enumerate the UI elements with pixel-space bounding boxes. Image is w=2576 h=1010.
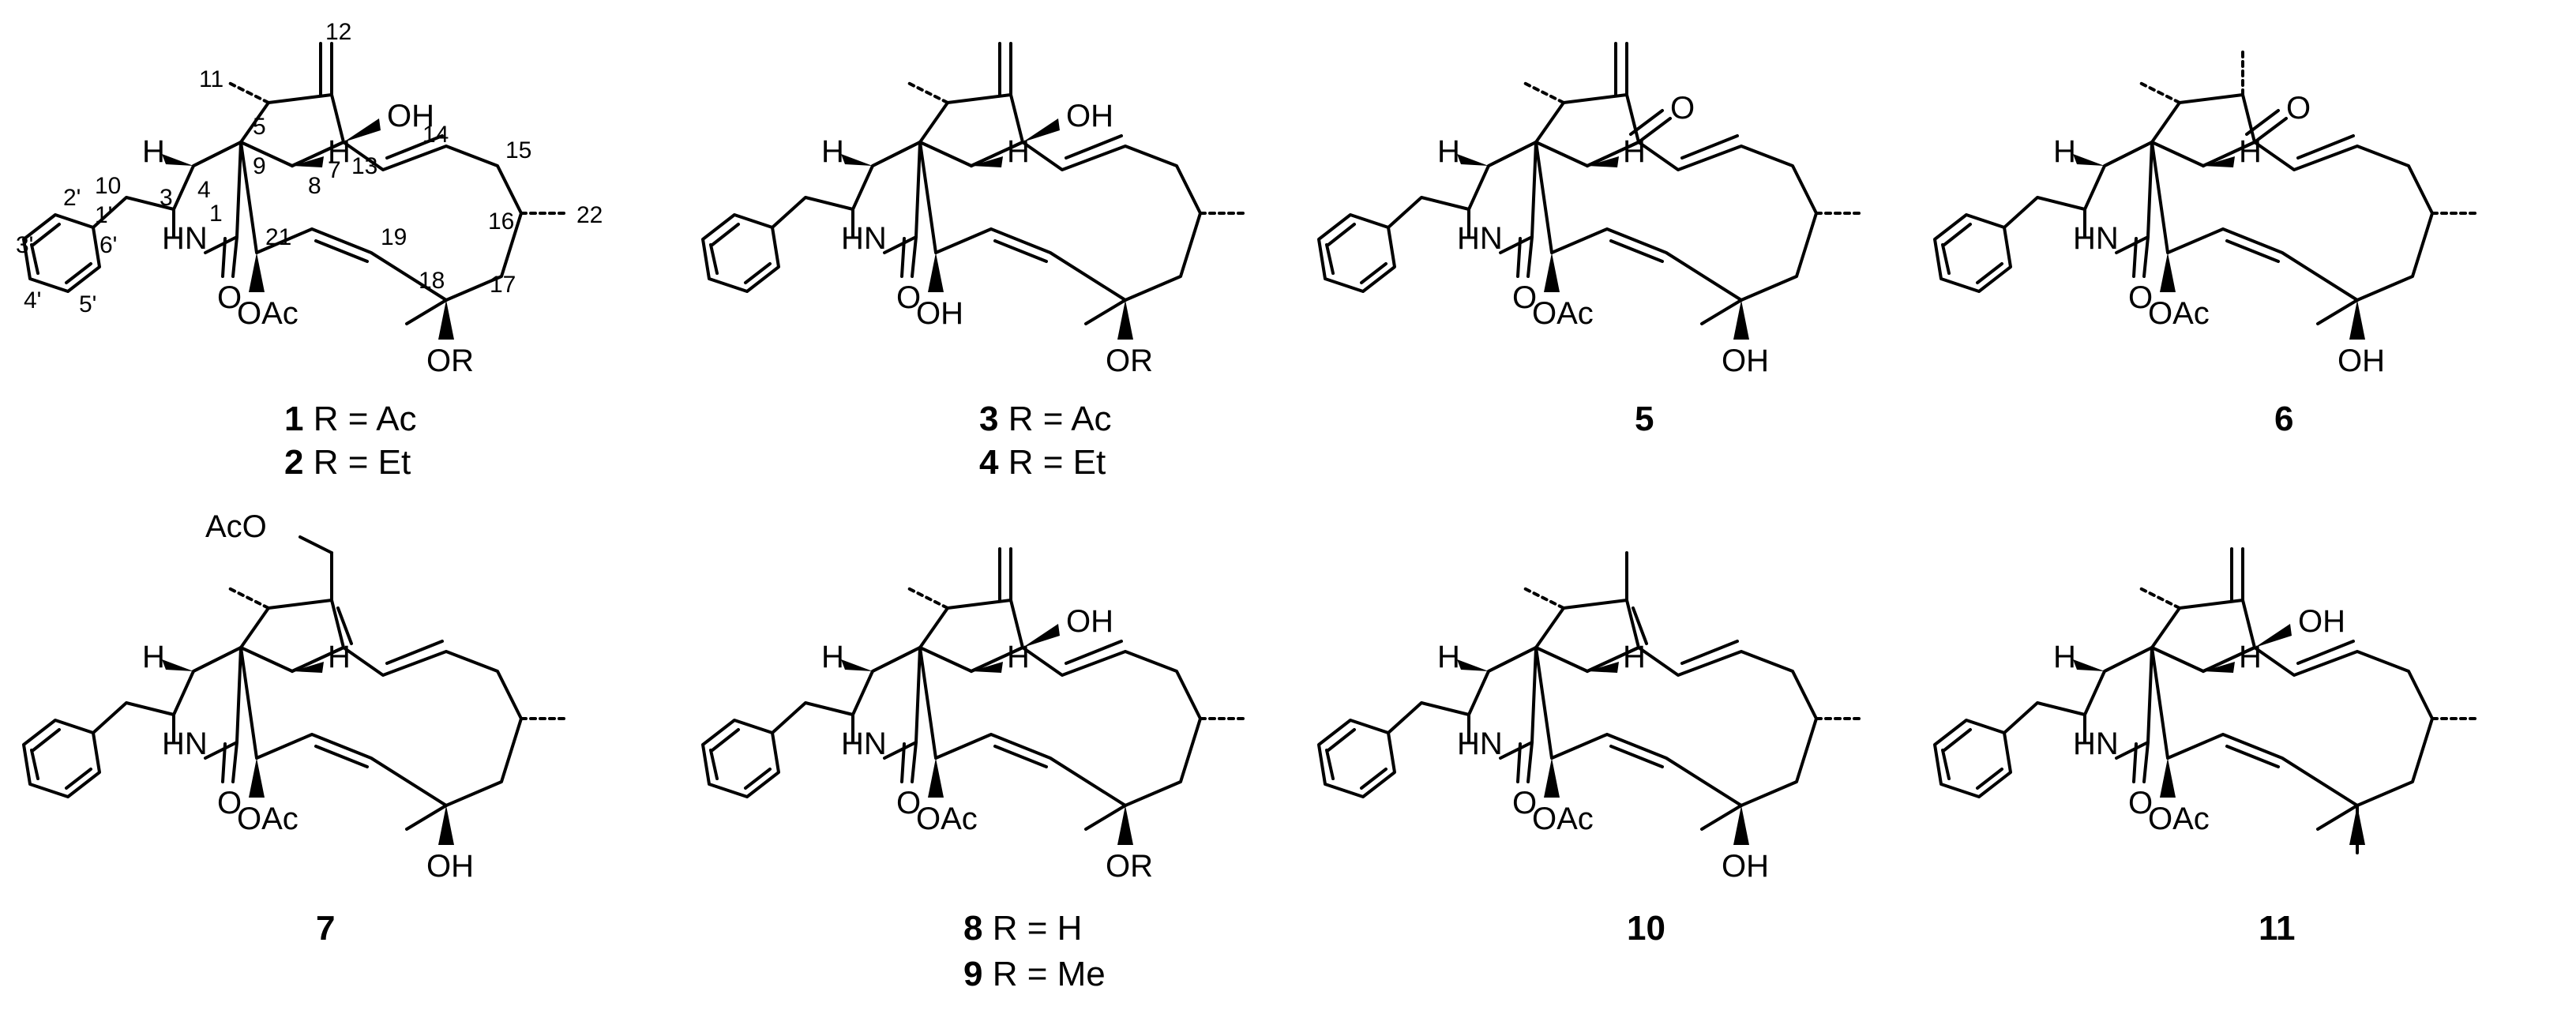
h-label: H <box>1437 134 1460 169</box>
oh-label: OH <box>387 99 434 133</box>
or-label: OR <box>426 344 474 378</box>
caption-4: 4 R = Et <box>979 443 1106 482</box>
locant: 2' <box>63 185 81 211</box>
h-label: H <box>2239 134 2262 169</box>
o-label: O <box>217 280 242 315</box>
locant: 3 <box>160 185 173 211</box>
h-label: H <box>2239 640 2262 674</box>
locant: 5 <box>253 114 266 140</box>
locant: 1 <box>209 201 223 227</box>
o-label: O <box>2286 91 2311 126</box>
structure-6: O HN O OAc OH H H <box>1933 46 2481 378</box>
oac-label: OAc <box>237 802 299 836</box>
caption-10: 10 <box>1627 909 1665 948</box>
hn-label: HN <box>841 221 887 256</box>
locant: 16 <box>488 208 514 235</box>
h-label: H <box>328 134 351 169</box>
o-label: O <box>1512 280 1537 315</box>
locant: 19 <box>381 224 407 250</box>
hn-label: HN <box>1457 727 1503 761</box>
locant: 12 <box>325 19 351 45</box>
o-label: O <box>217 786 242 820</box>
locant: 13 <box>351 153 377 179</box>
locant: 5' <box>79 291 96 317</box>
hn-label: HN <box>841 727 887 761</box>
locant: 4 <box>197 177 211 203</box>
structure-3-4: OH HN O OH OR H H <box>701 42 1249 378</box>
locant: 10 <box>95 173 121 199</box>
h-label: H <box>1623 640 1646 674</box>
oac-label: OAc <box>2148 802 2210 836</box>
aco-label: AcO <box>205 509 267 544</box>
h-label: H <box>1007 640 1030 674</box>
hn-label: HN <box>1457 221 1503 256</box>
h-label: H <box>821 134 844 169</box>
caption-8: 8 R = H <box>963 909 1082 948</box>
oac-label: OAc <box>2148 296 2210 331</box>
caption-6: 6 <box>2274 400 2293 438</box>
locant: 21 <box>265 224 291 250</box>
h-label: H <box>142 640 165 674</box>
oh-label: OH <box>1066 604 1113 639</box>
locant: 4' <box>24 287 41 314</box>
oh-label: OH <box>2338 344 2385 378</box>
caption-1: 1 R = Ac <box>284 400 417 438</box>
oh-label: OH <box>2298 604 2345 639</box>
locant: 11 <box>199 66 223 92</box>
o-label: O <box>1670 91 1695 126</box>
h-label: H <box>821 640 844 674</box>
locant: 17 <box>490 272 516 298</box>
caption-11: 11 <box>2259 909 2296 948</box>
locant: 6' <box>100 232 117 258</box>
oac-label: OAc <box>237 296 299 331</box>
locant: 14 <box>422 122 449 148</box>
locant: 9 <box>253 153 266 179</box>
h-label: H <box>1437 640 1460 674</box>
oh-label: OH <box>1066 99 1113 133</box>
or-label: OR <box>1106 849 1153 884</box>
structure-1-2: OH HN O OAc OR H H 12 11 5 7 10 3 4 9 8 … <box>16 19 603 378</box>
locant: 15 <box>505 137 531 163</box>
oac-label: OAc <box>1532 802 1594 836</box>
caption-2: 2 R = Et <box>284 443 411 482</box>
locant: 3' <box>16 232 33 258</box>
o-label: O <box>896 786 921 820</box>
locant: 7 <box>328 157 341 183</box>
structure-11: OH HN O OAc H H <box>1933 547 2481 854</box>
structure-8-9: OH HN O OAc OR H H <box>701 547 1249 884</box>
oac-label: OAc <box>916 802 978 836</box>
h-label: H <box>1007 134 1030 169</box>
caption-5: 5 <box>1635 400 1654 438</box>
o-label: O <box>1512 786 1537 820</box>
structure-5: O HN O OAc OH H H <box>1317 42 1865 378</box>
h-label: H <box>2053 640 2076 674</box>
oh-label: OH <box>1722 344 1769 378</box>
or-label: OR <box>1106 344 1153 378</box>
locant: 8 <box>308 173 321 199</box>
oh-label: OH <box>426 849 474 884</box>
h-label: H <box>2053 134 2076 169</box>
h-label: H <box>142 134 165 169</box>
hn-label: HN <box>2073 727 2119 761</box>
oh-label: OH <box>1722 849 1769 884</box>
h-label: H <box>328 640 351 674</box>
locant: 1' <box>95 202 112 228</box>
o-label: O <box>2128 280 2153 315</box>
caption-3: 3 R = Ac <box>979 400 1112 438</box>
caption-9: 9 R = Me <box>963 955 1106 993</box>
hn-label: HN <box>162 727 208 761</box>
oac-label: OAc <box>1532 296 1594 331</box>
hn-label: HN <box>2073 221 2119 256</box>
h-label: H <box>1623 134 1646 169</box>
oh-label: OH <box>916 296 963 331</box>
caption-7: 7 <box>316 909 335 948</box>
locant: 22 <box>576 202 603 228</box>
o-label: O <box>2128 786 2153 820</box>
locant: 18 <box>419 268 445 294</box>
o-label: O <box>896 280 921 315</box>
structure-7: AcO HN O OAc OH H H <box>22 509 570 884</box>
structure-10: HN O OAc OH H H <box>1317 551 1865 884</box>
hn-label: HN <box>162 221 208 256</box>
